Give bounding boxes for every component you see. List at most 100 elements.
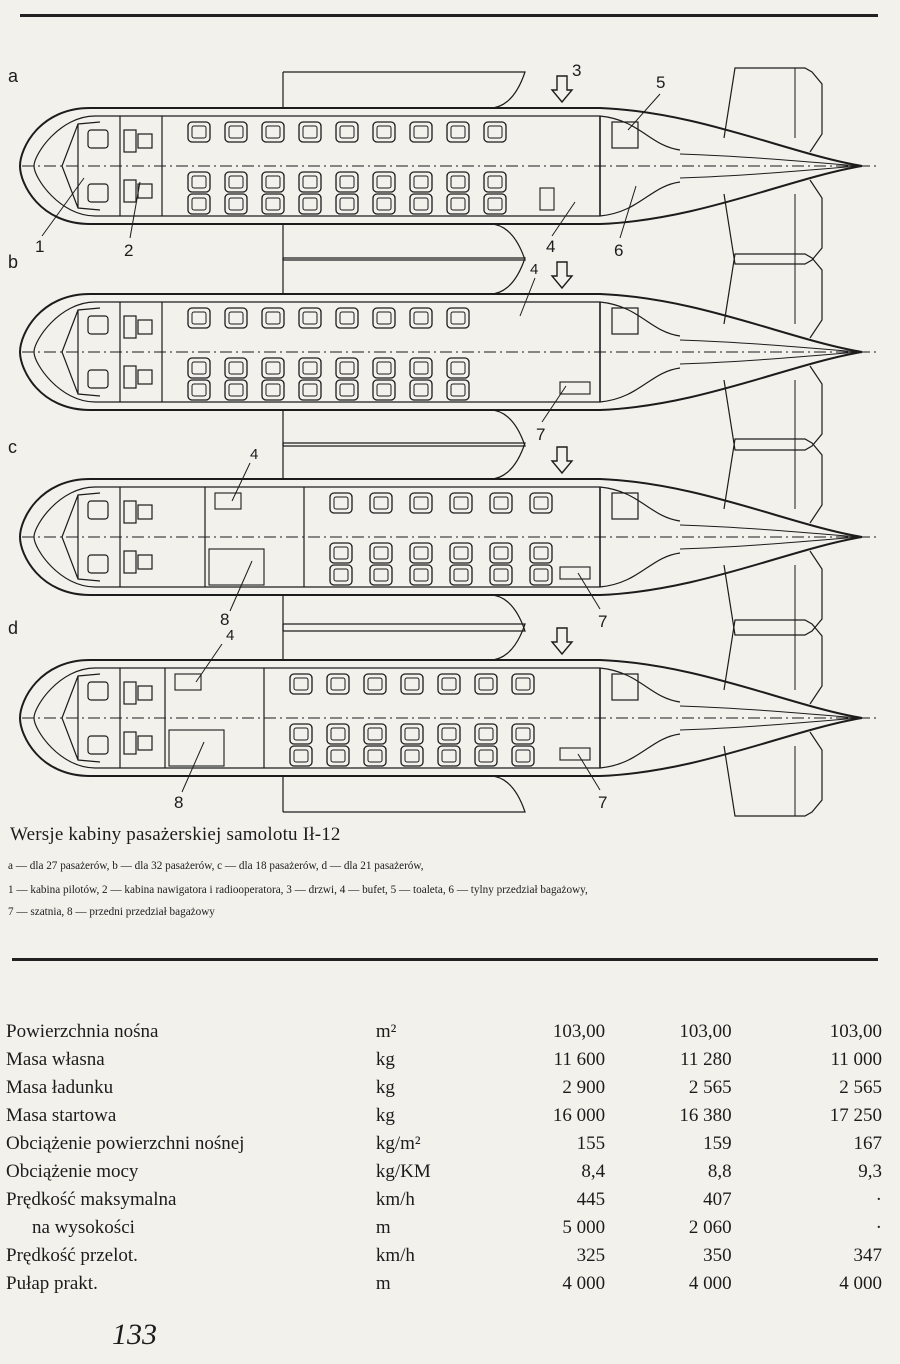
toilet bbox=[611, 121, 639, 149]
seat bbox=[363, 745, 387, 767]
wardrobe bbox=[559, 747, 591, 761]
spec-unit: kg bbox=[375, 1049, 395, 1070]
pilot-seat bbox=[87, 500, 109, 520]
seat bbox=[329, 542, 353, 564]
seat bbox=[474, 723, 498, 745]
seat bbox=[437, 745, 461, 767]
navigator-desk bbox=[137, 685, 153, 701]
pilot-seat bbox=[87, 681, 109, 701]
pilot-seat bbox=[87, 183, 109, 203]
spec-unit: kg/m² bbox=[375, 1133, 421, 1154]
seat bbox=[326, 673, 350, 695]
spec-value-1: 445 bbox=[576, 1189, 606, 1210]
radio-seat bbox=[123, 731, 137, 755]
seat bbox=[224, 171, 248, 193]
pilot-seat bbox=[87, 129, 109, 149]
seat bbox=[511, 723, 535, 745]
navigator-desk bbox=[137, 133, 153, 149]
seat bbox=[224, 357, 248, 379]
seat bbox=[326, 723, 350, 745]
spec-unit: kg bbox=[375, 1105, 395, 1126]
seat bbox=[372, 171, 396, 193]
spec-label: Powierzchnia nośna bbox=[6, 1021, 159, 1042]
door-arrow-icon bbox=[550, 75, 574, 104]
pilot-seat bbox=[87, 315, 109, 335]
tail-stabilizer-top bbox=[723, 253, 823, 339]
fuselage-outline bbox=[18, 659, 863, 777]
seat bbox=[289, 673, 313, 695]
seat bbox=[261, 307, 285, 329]
seat bbox=[372, 121, 396, 143]
spec-value-3: 11 000 bbox=[830, 1049, 882, 1070]
callout-number: 3 bbox=[572, 61, 581, 80]
seat bbox=[329, 492, 353, 514]
variant-letter: d bbox=[8, 618, 18, 638]
front-baggage-hold bbox=[208, 548, 265, 586]
seat bbox=[449, 564, 473, 586]
seat bbox=[224, 121, 248, 143]
seat bbox=[187, 357, 211, 379]
spec-value-1: 325 bbox=[576, 1245, 606, 1266]
spec-value-2: 350 bbox=[703, 1245, 732, 1266]
navigator-seat bbox=[123, 129, 137, 153]
door-arrow-icon bbox=[550, 261, 574, 290]
seat bbox=[372, 357, 396, 379]
variant-letter: a bbox=[8, 66, 19, 86]
navigator-seat bbox=[123, 315, 137, 339]
seat bbox=[298, 307, 322, 329]
page-number: 133 bbox=[112, 1318, 157, 1351]
pilot-seat bbox=[87, 554, 109, 574]
seat bbox=[335, 357, 359, 379]
spec-value-1: 8,4 bbox=[581, 1161, 606, 1182]
seat bbox=[474, 673, 498, 695]
spec-value-1: 103,00 bbox=[552, 1021, 606, 1042]
spec-label: Prędkość maksymalna bbox=[6, 1189, 177, 1210]
seat bbox=[529, 492, 553, 514]
radio-desk bbox=[137, 183, 153, 199]
spec-value-1: 11 600 bbox=[553, 1049, 606, 1070]
seat bbox=[483, 171, 507, 193]
spec-value-3: 103,00 bbox=[829, 1021, 882, 1042]
spec-label: Masa własna bbox=[6, 1049, 105, 1070]
seat bbox=[449, 492, 473, 514]
callout-number: 7 bbox=[598, 612, 607, 631]
seat bbox=[298, 379, 322, 401]
callout-leader bbox=[541, 385, 567, 423]
seat bbox=[529, 542, 553, 564]
radio-desk bbox=[137, 369, 153, 385]
seat bbox=[409, 492, 433, 514]
spec-unit: m² bbox=[375, 1021, 397, 1042]
fuselage-outline bbox=[18, 293, 863, 411]
cockpit bbox=[61, 492, 101, 582]
cockpit bbox=[61, 121, 101, 211]
spec-value-2: 2 060 bbox=[688, 1217, 732, 1238]
callout-number: 5 bbox=[656, 73, 665, 92]
spec-unit: kg bbox=[375, 1077, 395, 1098]
seat bbox=[187, 193, 211, 215]
spec-value-3: 17 250 bbox=[829, 1105, 882, 1126]
fuselage-outline bbox=[18, 107, 863, 225]
tail-stabilizer-top bbox=[723, 438, 823, 524]
spec-value-3: · bbox=[875, 1189, 882, 1210]
radio-desk bbox=[137, 554, 153, 570]
seat bbox=[372, 193, 396, 215]
spec-value-3: 4 000 bbox=[839, 1273, 882, 1294]
navigator-seat bbox=[123, 500, 137, 524]
callout-leader bbox=[619, 185, 637, 239]
callout-number: 4 bbox=[226, 627, 234, 644]
tail-stabilizer-top bbox=[723, 67, 823, 153]
seat bbox=[446, 379, 470, 401]
wardrobe bbox=[559, 381, 591, 395]
seat bbox=[261, 121, 285, 143]
spec-value-1: 2 900 bbox=[562, 1077, 606, 1098]
seat bbox=[446, 121, 470, 143]
callout-number: 4 bbox=[250, 446, 258, 463]
